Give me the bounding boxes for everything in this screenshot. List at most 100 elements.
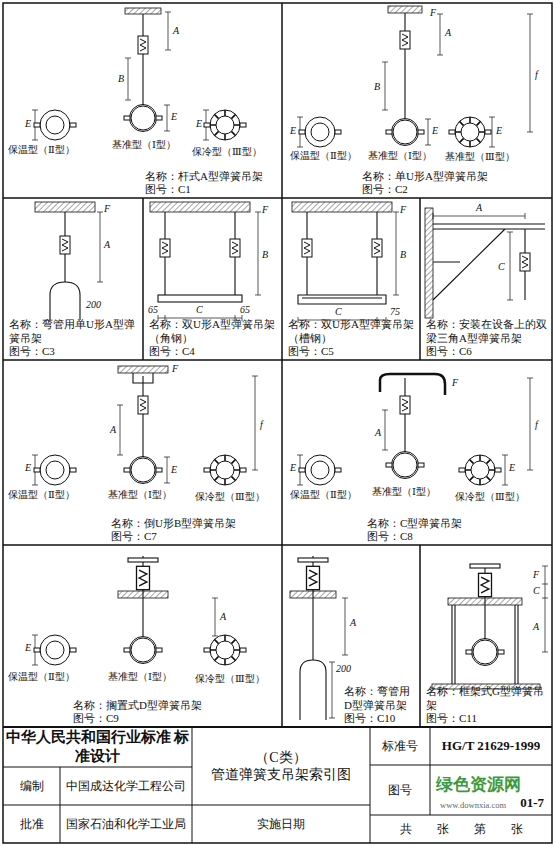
figure-cell: 名称：杆式A型弹簧吊架图号：C1 <box>3 3 282 198</box>
figure-name: 名称：倒U形B型弹簧吊架 <box>111 517 279 530</box>
dimension-label: B <box>400 250 406 260</box>
dimension-label: f <box>535 420 538 430</box>
type-label: 保冷型（Ⅲ型） <box>195 492 265 502</box>
type-label: 保温型（Ⅱ型） <box>290 151 357 161</box>
title-block-cell: 编制 <box>3 767 60 805</box>
dimension-label: B <box>118 74 124 84</box>
dimension-label: F <box>430 8 436 18</box>
figure-name: 名称：弯管用单U形A型弹簧吊架 <box>9 318 139 344</box>
title-text: 批准 <box>20 817 44 832</box>
dimension-label: A <box>375 428 381 438</box>
figure-caption: 名称：C型弹簧吊架图号：C8 <box>367 517 547 543</box>
figure-number: 图号：C3 <box>9 345 139 358</box>
dimension-label: E <box>509 463 515 473</box>
dimension-label: E <box>290 463 296 473</box>
figure-cell: 名称：C型弹簧吊架图号：C8 <box>282 360 552 545</box>
figure-name: 名称：C型弹簧吊架 <box>367 517 547 530</box>
watermark: 绿色资源网 <box>436 776 521 793</box>
dimension-label: 75 <box>390 307 400 317</box>
figure-number: 图号：C4 <box>149 345 279 358</box>
title-block-cell: 国家石油和化学工业局 <box>60 805 192 843</box>
dimension-label: A <box>110 425 116 435</box>
dimension-label: A <box>104 240 110 250</box>
type-label: 保温型（Ⅱ型） <box>8 490 75 500</box>
type-label: 保温型（Ⅱ型） <box>8 672 75 682</box>
figure-cell: 名称：框架式G型弹簧吊架图号：C11 <box>420 545 552 727</box>
dimension-label: 65 <box>148 305 158 315</box>
title-text: 实施日期 <box>257 817 305 832</box>
type-label: 保冷型（Ⅲ型） <box>455 492 525 502</box>
dimension-label: A <box>476 203 482 213</box>
title-text: 编制 <box>20 779 44 794</box>
figure-cell: 名称：双U形A型弹簧吊架（槽钢）图号：C5 <box>282 198 420 360</box>
figure-number: 图号：C7 <box>111 530 279 543</box>
title-block-cell: HG/T 21629-1999 <box>430 727 552 765</box>
figure-cell: 名称：弯管用单U形A型弹簧吊架图号：C3 <box>3 198 143 360</box>
type-label: 基准型（Ⅲ型） <box>445 152 515 162</box>
dimension-label: E <box>25 119 31 129</box>
watermark: www.downxia.com <box>440 801 506 810</box>
dimension-label: C <box>335 307 342 317</box>
figure-number: 图号：C8 <box>367 530 547 543</box>
type-label: 基准型（Ⅰ型） <box>108 490 172 500</box>
title-block-cell: 中国成达化学工程公司 <box>60 767 192 805</box>
title-text: （C类） 管道弹簧支吊架索引图 <box>194 749 368 784</box>
dimension-label: E <box>196 119 202 129</box>
dimension-label: f <box>535 70 538 80</box>
title-block-cell: 批准 <box>3 805 60 843</box>
dimension-label: 200 <box>86 300 101 310</box>
dimension-label: E <box>171 112 177 122</box>
dimension-label: E <box>290 126 296 136</box>
dimension-label: 200 <box>336 664 351 674</box>
figure-number: 图号：C2 <box>362 183 548 196</box>
title-text: 国家石油和化学工业局 <box>66 817 186 832</box>
figure-name: 名称：双U形A型弹簧吊架（角钢） <box>149 318 279 344</box>
figure-caption: 名称：弯管用D型弹簧吊架图号：C10 <box>344 685 416 725</box>
figure-name: 名称：框架式G型弹簧吊架 <box>426 685 550 711</box>
title-text: 中国成达化学工程公司 <box>66 779 186 794</box>
dimension-label: B <box>262 250 268 260</box>
dimension-label: C <box>533 586 540 596</box>
figure-number: 图号：C5 <box>288 345 416 358</box>
figure-caption: 名称：双U形A型弹簧吊架（角钢）图号：C4 <box>149 318 279 358</box>
figure-caption: 名称：单U形A型弹簧吊架图号：C2 <box>362 170 548 196</box>
dimension-label: A <box>533 622 539 632</box>
figure-caption: 名称：搁置式D型弹簧吊架图号：C9 <box>73 699 273 725</box>
title-text: 标准号 <box>382 739 418 754</box>
figure-number: 图号：C9 <box>73 712 273 725</box>
dimension-label: A <box>350 618 356 628</box>
title-text: 01-7 <box>520 795 544 811</box>
title-text: 图号 <box>388 783 412 798</box>
title-block-cell: （C类） 管道弹簧支吊架索引图 <box>192 727 370 805</box>
figure-name: 名称：弯管用D型弹簧吊架 <box>344 685 416 711</box>
dimension-label: f <box>260 420 263 430</box>
dimension-label: A <box>220 612 226 622</box>
figure-number: 图号：C1 <box>145 183 277 196</box>
type-label: 保冷型（Ⅲ型） <box>195 674 265 684</box>
figure-number: 图号：C6 <box>426 345 550 358</box>
title-block-cell: 实施日期 <box>192 805 370 843</box>
figure-name: 名称：杆式A型弹簧吊架 <box>145 170 277 183</box>
type-label: 基准型（Ⅰ型） <box>372 487 436 497</box>
dimension-label: E <box>171 465 177 475</box>
figure-cell: 名称：弯管用D型弹簧吊架图号：C10 <box>282 545 420 727</box>
dimension-label: B <box>374 82 380 92</box>
type-label: 基准型（Ⅰ型） <box>368 151 432 161</box>
type-label: 基准型（Ⅰ型） <box>108 672 172 682</box>
title-text: 中华人民共和国行业标准 标准设计 <box>5 728 190 766</box>
title-block-cell: 标准号 <box>370 727 430 765</box>
dimension-label: E <box>25 463 31 473</box>
dimension-label: F <box>452 378 458 388</box>
title-text: 共 张 第 张 <box>400 822 523 837</box>
figure-cell: 名称：安装在设备上的双梁三角A型弹簧吊架图号：C6 <box>420 198 552 360</box>
dimension-label: F <box>400 205 406 215</box>
type-label: 保冷型（Ⅲ型） <box>192 147 262 157</box>
title-text: HG/T 21629-1999 <box>442 738 540 754</box>
dimension-label: C <box>498 262 505 272</box>
figure-caption: 名称：双U形A型弹簧吊架（槽钢）图号：C5 <box>288 318 416 358</box>
dimension-label: 65 <box>240 305 250 315</box>
figure-cell: 名称：双U形A型弹簧吊架（角钢）图号：C4 <box>143 198 282 360</box>
figure-name: 名称：安装在设备上的双梁三角A型弹簧吊架 <box>426 318 550 344</box>
type-label: 保温型（Ⅱ型） <box>290 490 357 500</box>
type-label: 保温型（Ⅱ型） <box>8 145 75 155</box>
